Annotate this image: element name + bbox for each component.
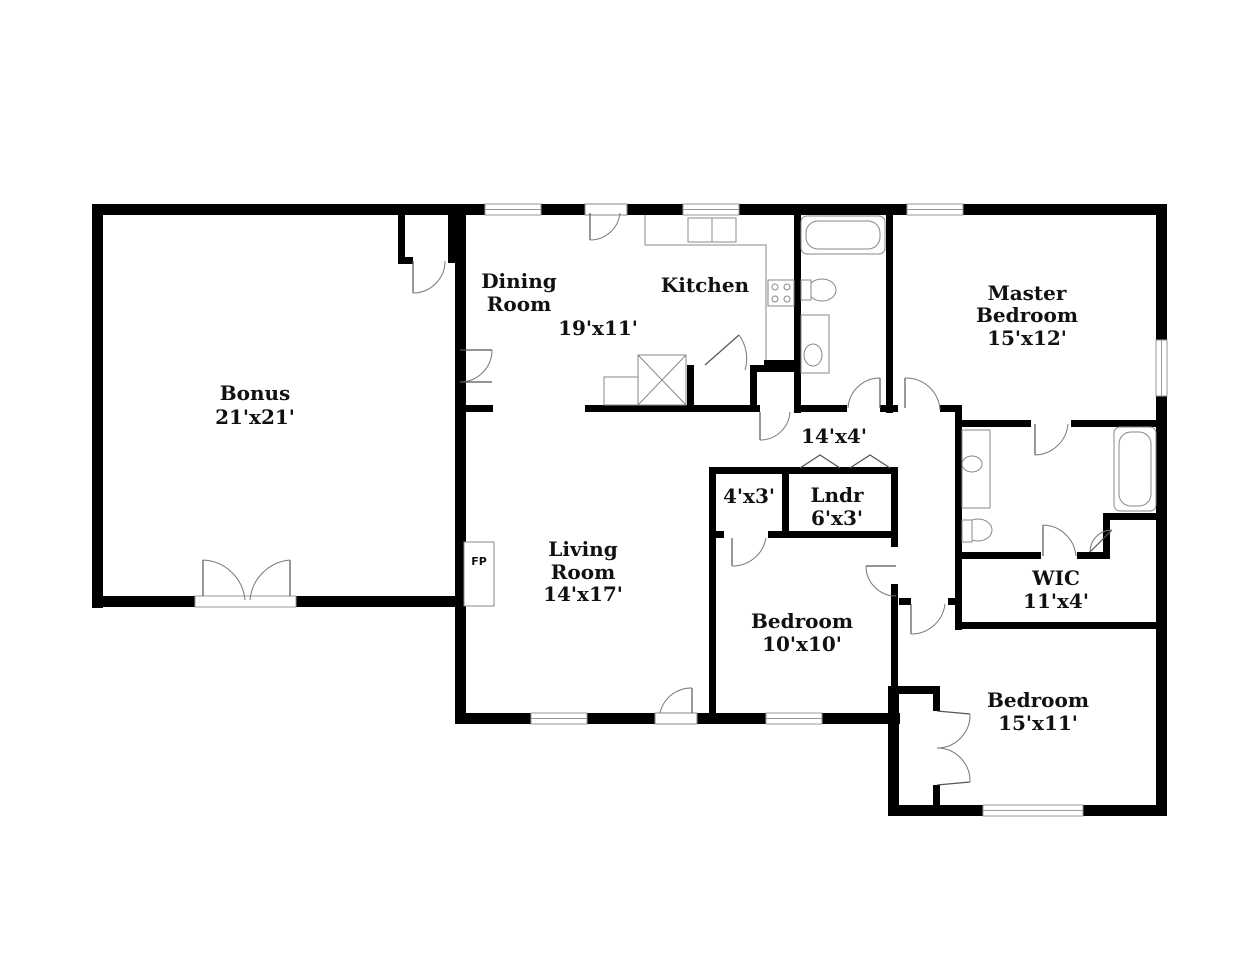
wall-bath2-bottom-r xyxy=(1077,552,1103,559)
wall-pantry-box xyxy=(750,365,757,410)
wall-hall-top-right xyxy=(880,405,898,412)
master-name-1: Master xyxy=(988,281,1067,305)
wall-kitchen-bottom xyxy=(585,405,760,412)
laundry-name: Lndr xyxy=(810,483,864,507)
wall-closet-divider xyxy=(782,467,789,537)
doors xyxy=(202,203,1113,786)
wic-name: WIC xyxy=(1031,566,1080,590)
wall-bonus-closet-h xyxy=(398,257,413,264)
living-size: 14'x17' xyxy=(543,582,623,606)
bedroom-small-size: 10'x10' xyxy=(762,632,842,656)
living-name-2: Room xyxy=(551,560,615,584)
wall-master-bath-top-r xyxy=(1071,420,1161,427)
bonus-name: Bonus xyxy=(220,381,291,405)
wall-top-main xyxy=(455,204,1167,215)
wall-bed-closet-right xyxy=(933,686,940,711)
garage-double-door-frame xyxy=(194,595,297,608)
kitchen-name: Kitchen xyxy=(661,273,750,297)
wall-closet-top xyxy=(709,467,898,474)
wall-top-bonus xyxy=(92,204,465,215)
wall-closet-bottom-l xyxy=(709,531,724,538)
master-name-2: Bedroom xyxy=(976,303,1078,327)
stove-icon xyxy=(767,279,795,307)
wall-bed-closet-right-low xyxy=(933,785,940,813)
living-name-1: Living xyxy=(548,537,617,561)
wall-right-top xyxy=(1156,204,1167,816)
bedroom-small-name: Bedroom xyxy=(751,609,853,633)
wall-left-bonus xyxy=(92,204,103,608)
windows xyxy=(194,203,1168,817)
dining-kitchen-size: 19'x11' xyxy=(558,316,638,340)
wall-bonus-closet-v2 xyxy=(448,213,455,263)
fixtures xyxy=(603,215,1157,543)
bedroom-large-size: 15'x11' xyxy=(998,711,1078,735)
wall-kitchen-right xyxy=(794,213,801,413)
wall-kitchen-right-low xyxy=(764,360,797,367)
wall-kitchen-bottom-right xyxy=(795,405,847,412)
bedroom-large-name: Bedroom xyxy=(987,688,1089,712)
wall-master-bottom xyxy=(940,405,962,412)
wall-linen-h xyxy=(1103,513,1159,520)
wall-hall-right-v xyxy=(955,595,962,630)
wall-left-bedroom xyxy=(888,686,899,816)
wall-bath1-right xyxy=(886,213,893,413)
wall-pantry-left xyxy=(687,365,694,410)
master-size: 15'x12' xyxy=(987,326,1067,350)
front-door-frame xyxy=(584,203,628,216)
toilet-icon xyxy=(807,278,837,302)
wall-closet-bottom-r xyxy=(768,531,898,538)
dining-name-1: Dining xyxy=(481,269,557,293)
bonus-size: 21'x21' xyxy=(215,405,295,429)
wall-bedroom-small-left xyxy=(709,467,716,722)
wall-laundry-right xyxy=(891,467,898,547)
wall-bed-closet-top xyxy=(888,686,940,694)
wall-master-bath-left xyxy=(955,405,962,630)
bathtub-icon xyxy=(800,215,886,255)
wall-bedroom-small-right xyxy=(891,584,898,722)
wall-bonus-closet-v xyxy=(398,213,405,263)
dining-name-2: Room xyxy=(487,292,551,316)
wall-master-bath-top xyxy=(955,420,1031,427)
fireplace-label: FP xyxy=(471,555,487,568)
wall-bonus-living xyxy=(455,204,466,724)
master-vanity-icon xyxy=(961,429,991,509)
fireplace xyxy=(463,541,495,607)
wall-wic-bottom xyxy=(955,622,1161,629)
labels: Bonus 21'x21' Dining Room 19'x11' Kitche… xyxy=(215,269,1089,735)
hall-size: 14'x4' xyxy=(801,424,867,448)
closet-size: 4'x3' xyxy=(723,484,775,508)
laundry-size: 6'x3' xyxy=(811,506,863,530)
kitchen-counter xyxy=(644,215,767,360)
wic-size: 11'x4' xyxy=(1023,589,1089,613)
wall-hall-left xyxy=(899,598,911,605)
wall-pantry-top xyxy=(750,365,797,372)
wall-bath2-bottom-l xyxy=(955,552,1041,559)
master-tub-icon xyxy=(1113,426,1157,512)
wall-dining-left-stub xyxy=(455,405,493,412)
kitchen-cabinet-low xyxy=(603,376,639,406)
living-door-frame xyxy=(654,712,698,725)
